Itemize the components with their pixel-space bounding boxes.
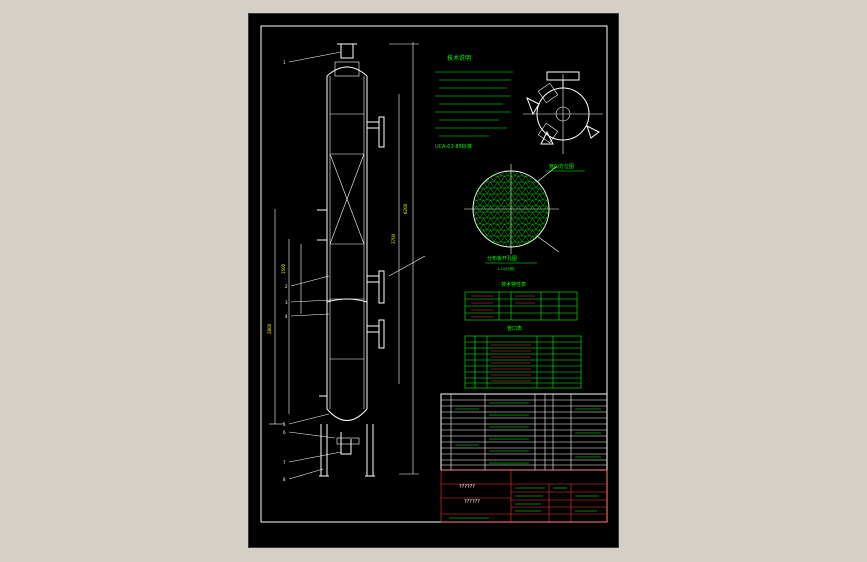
title-block: ?????? ?????? <box>440 469 608 523</box>
distribution-plate: 分布板开孔图 1:10(比例) <box>464 164 560 271</box>
drawing-sheet[interactable]: 6200 3700 2800 1500 1 2 3 4 5 <box>248 13 619 548</box>
title-block-drawing-no: ?????? <box>464 499 480 505</box>
tech-notes-lines <box>435 71 513 137</box>
nozzle-orientation-view: 管口方位图 <box>523 71 603 172</box>
column-vessel <box>317 43 385 477</box>
design-spec-table: 技术特性表 <box>464 281 578 321</box>
dim-upper: 1500 <box>281 263 286 274</box>
plate-title: 分布板开孔图 <box>487 255 517 262</box>
bottom-head <box>326 408 368 421</box>
dimension-lines: 6200 3700 2800 1500 <box>267 42 419 475</box>
top-head <box>326 66 368 77</box>
technical-notes: 技术说明 UCA-01-85标准 <box>435 54 513 150</box>
callout-2: 2 <box>285 284 288 289</box>
drawing-canvas: 6200 3700 2800 1500 1 2 3 4 5 <box>260 25 608 523</box>
callout-3: 3 <box>285 300 288 305</box>
title-block-name: ?????? <box>459 484 475 490</box>
tech-note-standard: UCA-01-85标准 <box>435 143 472 150</box>
top-nozzle <box>340 43 354 59</box>
plate-hole-pattern <box>473 171 549 247</box>
nozzle-table-title: 管口表 <box>507 325 522 332</box>
design-table-title: 技术特性表 <box>501 281 526 288</box>
callout-5: 5 <box>283 422 286 427</box>
callouts: 1 2 3 4 5 6 7 8 <box>283 51 426 482</box>
parts-list <box>440 393 608 471</box>
dim-mid: 3700 <box>391 233 396 244</box>
callout-4: 4 <box>285 314 288 319</box>
tech-notes-title: 技术说明 <box>447 54 471 62</box>
nozzle-view-title: 管口方位图 <box>549 163 574 170</box>
dim-total: 6200 <box>403 203 408 214</box>
callout-8: 8 <box>283 477 286 482</box>
inner-frame <box>260 25 608 523</box>
callout-1: 1 <box>283 60 286 65</box>
plate-scale: 1:10(比例) <box>497 266 515 271</box>
nozzle-table: 管口表 <box>464 325 582 389</box>
callout-7: 7 <box>283 460 286 465</box>
dim-lower: 2800 <box>267 323 272 334</box>
callout-6: 6 <box>283 430 286 435</box>
